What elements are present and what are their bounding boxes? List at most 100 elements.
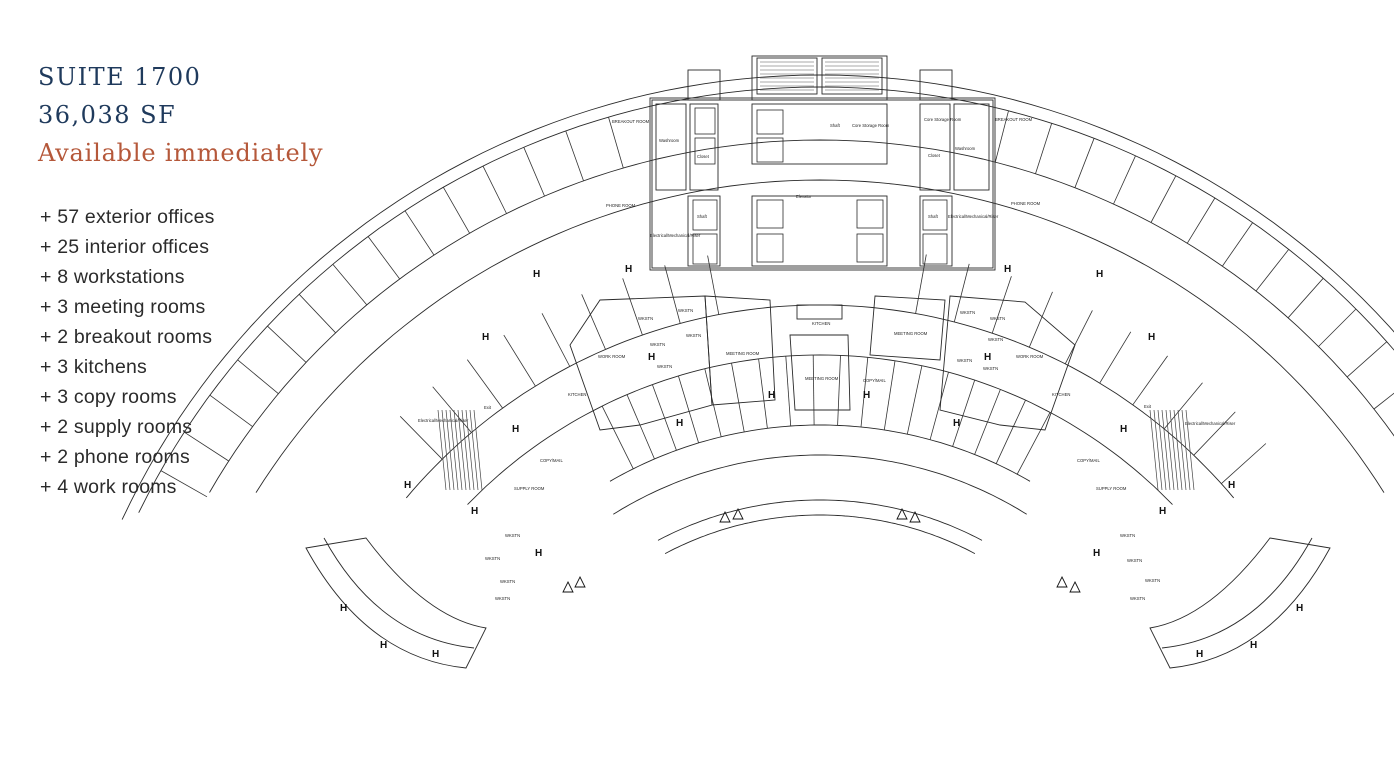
workstation-label: WKSTN xyxy=(1130,596,1145,601)
room-label-elec-left: Electrical/Mechanical/Riser xyxy=(650,233,701,238)
office-partition xyxy=(707,255,720,315)
column-marker xyxy=(909,510,921,523)
room-label-shaft-left: Shaft xyxy=(697,214,708,219)
door-symbol: H xyxy=(1159,506,1166,517)
door-symbol: H xyxy=(380,640,387,651)
office-partition xyxy=(565,130,584,181)
room-label-breakout-right: BREAKOUT ROOM xyxy=(995,117,1033,122)
room-label-breakout-left: BREAKOUT ROOM xyxy=(612,119,650,124)
office-partition xyxy=(1346,341,1388,378)
feature-item: + 3 copy rooms xyxy=(40,386,177,408)
workstation-label: WKSTN xyxy=(495,596,510,601)
feature-item: + 2 breakout rooms xyxy=(40,326,213,348)
workstation-label: WKSTN xyxy=(505,533,520,538)
room-label-work-room-right: WORK ROOM xyxy=(1016,354,1044,359)
room-label-washroom-left: Washroom xyxy=(659,138,680,143)
workstation-label: WKSTN xyxy=(678,308,693,313)
feature-item: + 2 supply rooms xyxy=(40,416,193,438)
column-marker xyxy=(732,507,744,520)
office-partition xyxy=(1132,355,1168,406)
column-marker xyxy=(1056,575,1068,588)
suite-area: 36,038 SF xyxy=(38,101,177,129)
workstation-label: WKSTN xyxy=(650,342,665,347)
room-label-phone-left: PHONE ROOM xyxy=(606,203,636,208)
room-label-closet-right: Closet xyxy=(928,153,941,158)
office-partition xyxy=(1318,308,1357,347)
workstation-label: WKSTN xyxy=(657,364,672,369)
office-partition xyxy=(432,386,472,433)
feature-item: + 4 work rooms xyxy=(40,476,177,498)
core-elevators xyxy=(692,107,948,265)
office-partition xyxy=(482,165,507,214)
office-partition xyxy=(929,371,949,440)
office-partition xyxy=(581,294,606,350)
room-label-phone-right: PHONE ROOM xyxy=(1011,201,1041,206)
room-label-stair-right: Exit xyxy=(1144,404,1152,409)
workstation-label: WKSTN xyxy=(686,333,701,338)
office-partition xyxy=(523,147,545,197)
office-partition xyxy=(991,276,1012,334)
end-wing xyxy=(1149,537,1331,669)
office-partition xyxy=(1099,331,1132,384)
door-symbol: H xyxy=(984,352,991,363)
office-partition xyxy=(1186,197,1216,244)
feature-item: + 3 kitchens xyxy=(40,356,148,378)
workstation-label: WKSTN xyxy=(960,310,975,315)
office-partition xyxy=(626,394,655,460)
room-label-copy-left: COPY/MAIL xyxy=(540,458,563,463)
room-label-kitchen-right: KITCHEN xyxy=(1052,392,1070,397)
office-partition xyxy=(160,470,208,498)
office-partition xyxy=(1016,412,1051,475)
office-partition xyxy=(1255,249,1290,292)
room-label-kitchen-center: KITCHEN xyxy=(812,321,830,326)
feature-list: + 57 exterior offices + 25 interior offi… xyxy=(40,202,323,502)
office-partition xyxy=(995,400,1026,464)
office-partition xyxy=(731,362,745,432)
wall-arc xyxy=(121,74,1394,520)
door-symbol: H xyxy=(625,264,632,275)
office-partition xyxy=(906,365,923,435)
door-symbol: H xyxy=(676,418,683,429)
column-marker xyxy=(562,580,574,593)
office-partition xyxy=(1287,277,1324,319)
office-partition xyxy=(1150,175,1177,223)
room-label-meeting-room-center: MEETING ROOM xyxy=(805,376,839,381)
room-label-copy-center: COPY/MAIL xyxy=(863,378,886,383)
stair-block xyxy=(1149,409,1195,491)
building-core xyxy=(649,55,996,271)
office-partition xyxy=(758,358,768,429)
office-partition xyxy=(1064,310,1093,365)
workstation-label: WKSTN xyxy=(990,316,1005,321)
door-symbol: H xyxy=(533,269,540,280)
workstation-label: WKSTN xyxy=(988,337,1003,342)
door-symbol: H xyxy=(512,424,519,435)
office-partition xyxy=(367,236,401,280)
office-partition xyxy=(184,431,229,462)
door-symbol: H xyxy=(1148,332,1155,343)
room-label-elevator: Elevator xyxy=(796,194,812,199)
stair-block xyxy=(437,409,483,491)
feature-item: + 57 exterior offices xyxy=(40,206,215,228)
room-label-meeting-room-right: MEETING ROOM xyxy=(894,331,928,336)
office-partition xyxy=(442,187,470,234)
door-symbol: H xyxy=(648,352,655,363)
door-symbol: H xyxy=(1196,649,1203,660)
office-partition xyxy=(994,110,1009,163)
office-partition xyxy=(209,394,253,427)
wall-arc xyxy=(657,499,983,541)
office-partition xyxy=(1074,138,1095,188)
office-partition xyxy=(1035,123,1053,174)
room-label-riser-right: Electrical/Mechanical/Riser xyxy=(1185,421,1236,426)
room-label-shaft-center: Shaft xyxy=(830,123,841,128)
room-label-riser-left: Electrical/Mechanical/Riser xyxy=(418,418,469,423)
room-label-kitchen-left: KITCHEN xyxy=(568,392,586,397)
availability-text: Available immediately xyxy=(38,139,324,167)
office-partition xyxy=(404,210,435,256)
workstation-label: WKSTN xyxy=(1145,578,1160,583)
room-label-closet-left: Closet xyxy=(697,154,710,159)
door-symbol: H xyxy=(863,390,870,401)
office-partition xyxy=(1113,155,1136,205)
door-symbol: H xyxy=(340,603,347,614)
workstation-label: WKSTN xyxy=(1127,558,1142,563)
door-symbol: H xyxy=(535,548,542,559)
